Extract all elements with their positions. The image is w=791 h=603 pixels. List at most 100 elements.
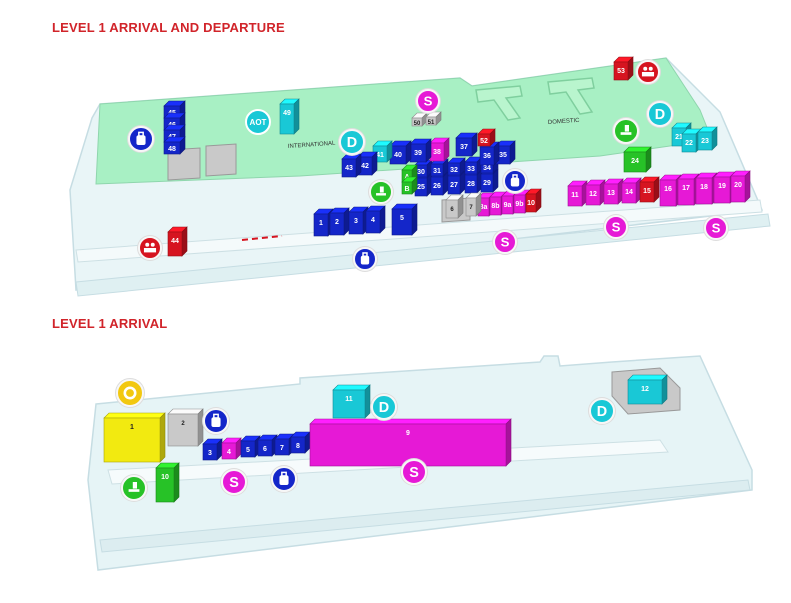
block-12[interactable]: 12 <box>627 374 668 405</box>
label-international: INTERNATIONAL <box>288 141 337 150</box>
arrival-floor <box>87 355 753 571</box>
block-33[interactable]: 33 <box>464 156 483 175</box>
baggage-icon[interactable] <box>270 465 298 493</box>
baggage-icon[interactable] <box>502 168 528 194</box>
block-35[interactable]: 35 <box>495 140 516 165</box>
block-53[interactable]: 53 <box>613 56 634 81</box>
baggage-icon[interactable] <box>202 407 230 435</box>
svg-text:AOT: AOT <box>250 118 267 127</box>
duty-free-icon[interactable]: D <box>646 100 674 128</box>
block-37[interactable]: 37 <box>455 132 478 157</box>
food-icon[interactable] <box>120 474 148 502</box>
block-6[interactable]: 6 <box>445 194 464 219</box>
block-label: 39 <box>414 150 422 157</box>
block-label: 30 <box>417 169 425 176</box>
block-30[interactable]: 30 <box>414 159 433 178</box>
food-icon[interactable] <box>612 117 640 145</box>
block-4[interactable]: 4 <box>221 437 242 460</box>
shop-icon[interactable]: S <box>415 88 441 114</box>
block-14[interactable]: 14 <box>621 177 642 204</box>
title-arrival-departure: LEVEL 1 ARRIVAL AND DEPARTURE <box>52 20 285 35</box>
block-43[interactable]: 43 <box>341 153 362 178</box>
block-32[interactable]: 32 <box>447 157 466 176</box>
block-7[interactable]: 7 <box>274 433 295 456</box>
block-8[interactable]: 8 <box>290 431 311 454</box>
shop-icon[interactable]: S <box>603 214 629 240</box>
block-5[interactable]: 5 <box>391 203 418 236</box>
block-10[interactable]: 10 <box>155 462 180 503</box>
block-48[interactable]: 48 <box>163 136 186 155</box>
block-2[interactable]: 2 <box>329 207 350 236</box>
arrival-corridor <box>107 439 669 485</box>
duty-free-icon[interactable]: D <box>370 393 398 421</box>
block-label: 12 <box>641 386 649 393</box>
block-40[interactable]: 40 <box>389 140 412 165</box>
block-13[interactable]: 13 <box>603 178 624 205</box>
block-3[interactable]: 3 <box>202 438 223 461</box>
duty-free-icon[interactable]: D <box>338 128 366 156</box>
baggage-icon[interactable] <box>352 246 378 272</box>
block-label: 33 <box>467 166 475 173</box>
block-38[interactable]: 38 <box>429 137 450 162</box>
svg-text:S: S <box>612 220 621 235</box>
block-44[interactable]: 44 <box>167 226 188 257</box>
block-label: 5 <box>246 447 250 454</box>
block-31[interactable]: 31 <box>430 158 449 177</box>
block-24[interactable]: 24 <box>623 146 652 173</box>
block-label: 7 <box>469 205 473 211</box>
block-11[interactable]: 11 <box>567 180 588 207</box>
service-block <box>167 147 201 181</box>
block-label: 26 <box>433 183 441 190</box>
block-label: 8 <box>296 443 300 450</box>
svg-text:S: S <box>409 465 419 481</box>
block-10[interactable]: 10 <box>525 188 542 213</box>
block-50[interactable]: 50 <box>411 112 428 127</box>
block-label: 6 <box>450 207 454 213</box>
block-29[interactable]: 29 <box>480 168 499 193</box>
duty-free-icon[interactable]: D <box>588 397 616 425</box>
block-label: 1 <box>319 220 323 227</box>
block-label: 1 <box>130 424 134 431</box>
shop-icon[interactable]: S <box>400 458 428 486</box>
block-6[interactable]: 6 <box>257 434 278 457</box>
block-52[interactable]: 52 <box>477 128 496 147</box>
block-7[interactable]: 7 <box>465 192 482 217</box>
shop-icon[interactable]: S <box>703 215 729 241</box>
block-20[interactable]: 20 <box>730 170 751 203</box>
food-icon[interactable] <box>368 179 394 205</box>
block-label: 4 <box>371 217 375 224</box>
block-2[interactable]: 2 <box>167 408 204 447</box>
block-23[interactable]: 23 <box>697 126 718 151</box>
block-label: 18 <box>700 184 708 191</box>
shop-icon[interactable]: S <box>220 468 248 496</box>
block-1[interactable]: 1 <box>103 412 166 463</box>
block-label: 12 <box>589 191 597 198</box>
block-9[interactable]: 9 <box>309 418 512 467</box>
baggage-icon[interactable] <box>127 125 155 153</box>
counter-icon[interactable] <box>137 235 163 261</box>
block-3[interactable]: 3 <box>348 206 369 235</box>
block-label: 6 <box>263 446 267 453</box>
block-4[interactable]: 4 <box>365 205 386 234</box>
counter-icon[interactable] <box>635 59 661 85</box>
block-label: 42 <box>361 163 369 170</box>
block-B[interactable]: B <box>401 176 418 195</box>
block-39[interactable]: 39 <box>409 138 432 163</box>
block-42[interactable]: 42 <box>357 151 378 176</box>
block-label: 20 <box>734 182 742 189</box>
svg-text:D: D <box>379 400 389 416</box>
block-label: 41 <box>376 152 384 159</box>
restaurant-icon[interactable] <box>115 378 145 408</box>
svg-text:D: D <box>655 107 665 123</box>
block-49[interactable]: 49 <box>279 98 300 135</box>
block-15[interactable]: 15 <box>639 176 660 203</box>
aot-badge: AOT <box>245 109 271 135</box>
block-12[interactable]: 12 <box>585 179 606 206</box>
block-11[interactable]: 11 <box>332 384 371 419</box>
block-label: 51 <box>428 120 435 126</box>
shop-icon[interactable]: S <box>492 229 518 255</box>
block-label: 11 <box>571 192 579 199</box>
block-label: 15 <box>643 188 651 195</box>
block-5[interactable]: 5 <box>240 435 261 458</box>
block-label: 27 <box>450 182 458 189</box>
